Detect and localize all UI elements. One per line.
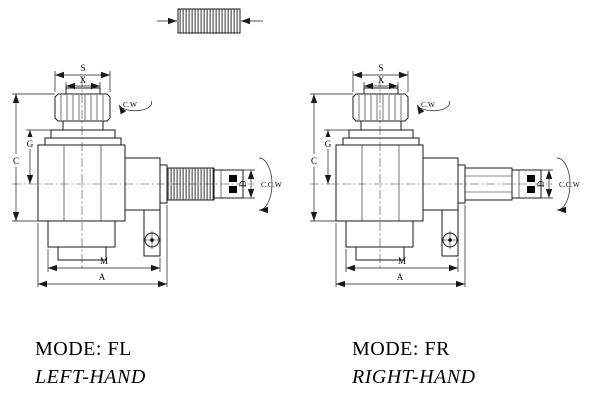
collet-cap [65, 87, 101, 95]
spindle-neck [360, 120, 402, 131]
end-nut [213, 169, 244, 199]
knurled-section [177, 8, 241, 34]
hand-label-fr: RIGHT-HAND [352, 366, 476, 388]
mode-label-fr: MODE: FR [352, 338, 450, 360]
dim-s: S [54, 63, 111, 92]
cw-label: C.W [421, 100, 436, 109]
rotation-cw: C.W [416, 100, 450, 115]
spindle-flange [348, 129, 414, 139]
housing-body [335, 144, 424, 222]
threaded-shaft [166, 167, 215, 201]
lower-step-1 [345, 220, 414, 248]
centerlines [310, 78, 552, 268]
output-shaft-assembly [422, 157, 542, 211]
dim-d: D [536, 169, 553, 199]
dim-g-label-bg [25, 137, 35, 149]
spindle-flange [50, 129, 116, 139]
dim-c: C [11, 93, 55, 222]
dim-g-label-bg [323, 137, 333, 149]
dim-c-label: C [13, 156, 19, 166]
clamp-screw-center [150, 238, 154, 242]
rotation-cw: C.W [118, 100, 152, 115]
body-top-step [44, 137, 122, 146]
caption-fl: MODE: FL LEFT-HAND [35, 338, 146, 389]
dim-a: A [335, 205, 466, 288]
dim-c-label: C [311, 156, 317, 166]
dim-a-extensions [335, 205, 466, 287]
dim-d-label: D [536, 180, 546, 187]
ccw-label: C.C.W [559, 180, 581, 189]
lower-step-2 [57, 246, 107, 261]
main-body [335, 144, 424, 261]
ccw-label: C.C.W [261, 180, 283, 189]
cw-label: C.W [123, 100, 138, 109]
collet-nut-grooves [358, 95, 402, 120]
dim-d-label: D [238, 180, 248, 187]
dim-c: C [309, 93, 353, 222]
cw-rotation-arrow [416, 100, 450, 115]
end-nut [511, 169, 542, 199]
collet-cap [363, 87, 399, 95]
housing-body [37, 144, 126, 222]
dim-s-label: S [378, 63, 383, 73]
dim-x: X [363, 75, 399, 90]
body-top-step [342, 137, 420, 146]
collet-assembly [342, 87, 420, 146]
dim-g-label: G [27, 139, 34, 149]
shaft-surface-lines [465, 175, 512, 193]
dim-c-label-bg [309, 154, 319, 167]
hand-label-fl: LEFT-HAND [35, 366, 146, 388]
ccw-rotation-arrow [258, 157, 273, 214]
figure-fl-drawing: S X C.W C G M [11, 63, 283, 288]
dim-m-label: M [398, 256, 406, 266]
dim-a-label: A [397, 272, 404, 282]
thread-width-detail [157, 8, 263, 34]
spindle-neck [62, 120, 104, 131]
set-screw-upper [527, 175, 535, 182]
mode-label-fl: MODE: FL [35, 338, 132, 360]
dim-x: X [65, 75, 101, 90]
figure-fr-drawing: S X C.W C G M [309, 63, 581, 288]
housing-inner-lines [63, 145, 102, 221]
dim-a-label: A [99, 272, 106, 282]
dim-g: G [25, 129, 51, 184]
housing-inner-lines [361, 145, 400, 221]
dim-s: S [352, 63, 409, 92]
rotation-ccw: C.C.W [556, 157, 581, 214]
ccw-rotation-arrow [556, 157, 571, 214]
dim-x-label: X [80, 75, 87, 85]
dim-a: A [37, 205, 168, 288]
output-shaft-assembly [124, 157, 244, 211]
set-screw-lower [527, 186, 535, 193]
dim-d: D [238, 169, 255, 199]
dim-g-label: G [325, 139, 332, 149]
cw-rotation-arrow [118, 100, 152, 115]
set-screw-upper [229, 175, 237, 182]
collet-nut-grooves [60, 95, 104, 120]
clamp-screw-block [441, 209, 459, 257]
rotation-ccw: C.C.W [258, 157, 283, 214]
dim-m: M [47, 249, 161, 272]
collet-assembly [44, 87, 122, 146]
dim-x-label: X [378, 75, 385, 85]
dim-m: M [345, 249, 459, 272]
dim-c-label-bg [11, 154, 21, 167]
collet-nut [352, 93, 409, 122]
set-screw-lower [229, 186, 237, 193]
caption-fr: MODE: FR RIGHT-HAND [352, 338, 476, 389]
dim-g: G [323, 129, 349, 184]
lower-step-2 [355, 246, 405, 261]
clamp-screw-center [448, 238, 452, 242]
dim-s-label: S [80, 63, 85, 73]
dim-a-extensions [37, 205, 168, 287]
collet-nut [54, 93, 111, 122]
centerlines [12, 78, 254, 268]
clamp-screw-block [143, 209, 161, 257]
dim-m-label: M [100, 256, 108, 266]
lower-step-1 [47, 220, 116, 248]
main-body [37, 144, 126, 261]
